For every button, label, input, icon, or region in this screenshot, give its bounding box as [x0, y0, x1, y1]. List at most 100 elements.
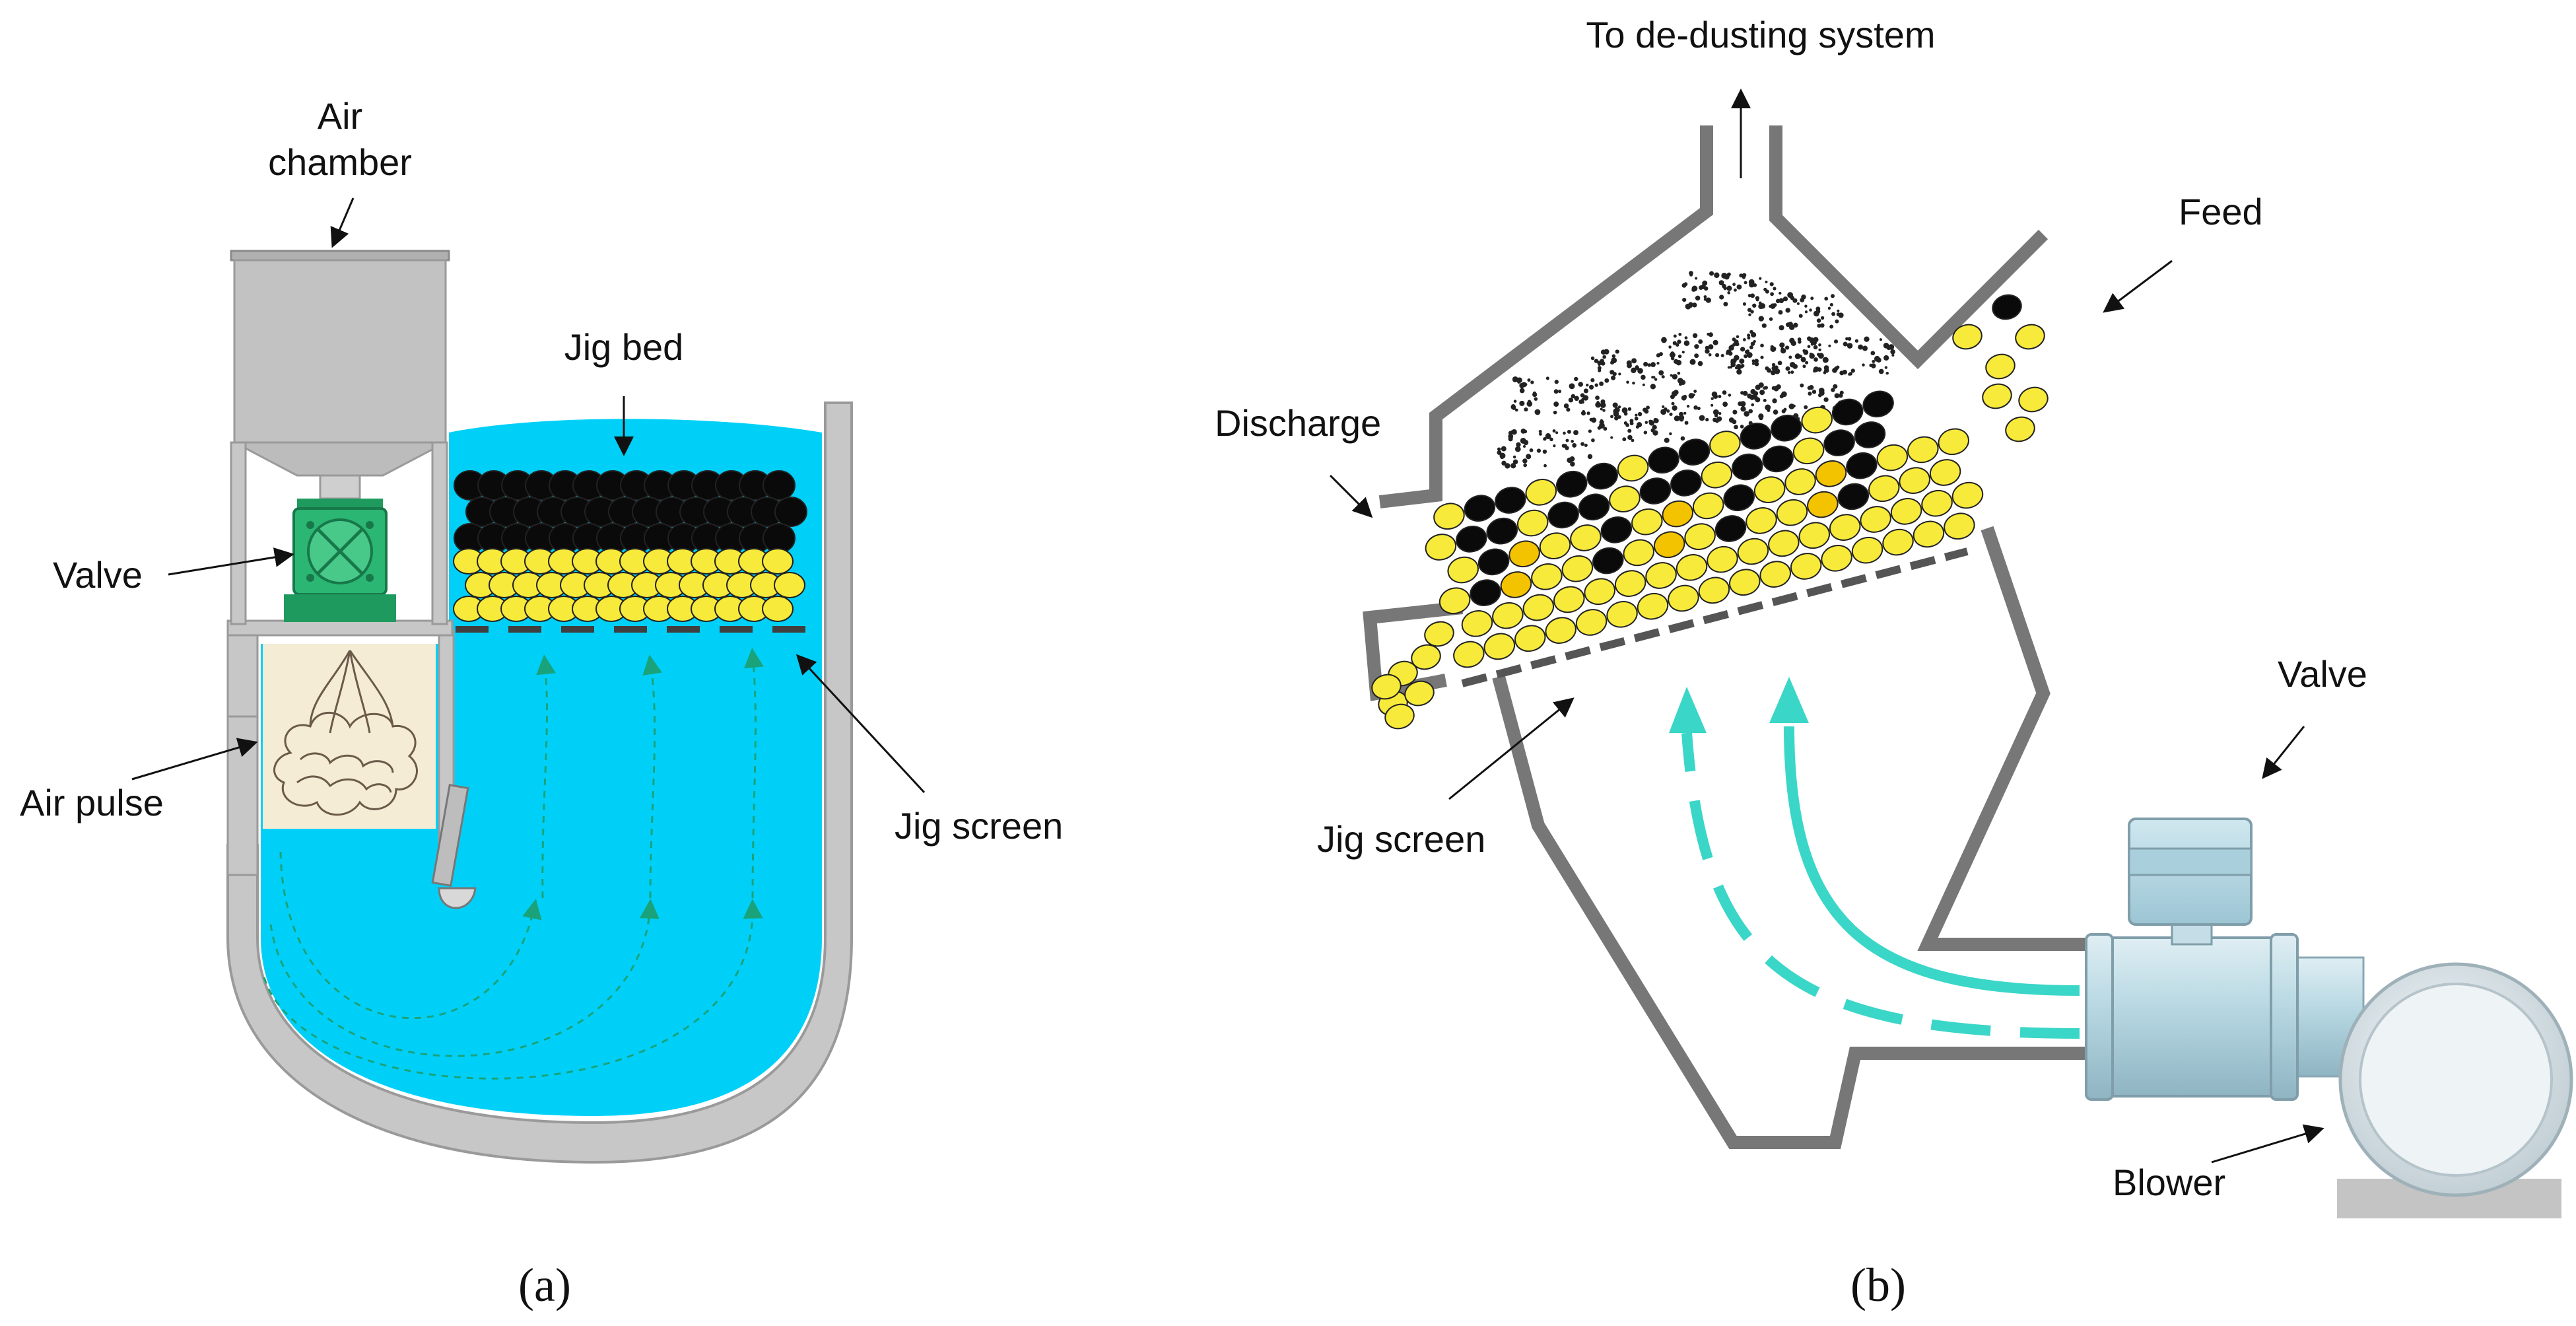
dust-speck [1819, 390, 1825, 396]
bed-particle [1461, 610, 1493, 637]
bed-particle [1823, 429, 1855, 456]
dust-speck [1723, 302, 1728, 306]
dust-speck [1664, 437, 1670, 443]
dust-speck [1671, 401, 1675, 405]
bed-particle [1854, 421, 1886, 448]
dust-speck [1652, 430, 1658, 436]
dust-speck [1778, 310, 1783, 315]
dust-speck [1543, 464, 1547, 468]
bed-particle [1508, 540, 1540, 568]
dust-speck [1740, 406, 1746, 412]
dust-speck [1818, 343, 1821, 347]
dust-speck [1718, 412, 1722, 415]
dust-speck [1691, 287, 1696, 292]
dust-speck [1777, 361, 1782, 366]
dust-speck [1760, 355, 1764, 359]
dust-speck [1736, 335, 1740, 339]
dust-speck [1678, 382, 1683, 386]
dust-speck [1785, 308, 1790, 313]
dust-speck [1764, 386, 1768, 390]
dust-speck [1711, 403, 1714, 407]
dust-speck [1771, 366, 1777, 371]
dust-speck [1632, 381, 1635, 385]
dust-speck [1773, 347, 1777, 350]
dust-speck [1614, 415, 1619, 421]
dust-speck [1800, 357, 1806, 363]
dust-speck [1755, 397, 1761, 403]
dust-speck [1730, 362, 1736, 368]
dust-speck [1554, 380, 1559, 384]
dust-speck [1776, 384, 1781, 390]
dust-speck [1835, 319, 1839, 324]
dust-speck [1565, 446, 1569, 450]
dust-speck [1508, 436, 1513, 440]
dust-speck [1736, 368, 1742, 375]
dust-speck [1545, 433, 1551, 439]
dust-speck [1845, 337, 1848, 341]
dust-speck [1627, 407, 1632, 411]
dust-speck [1627, 435, 1633, 440]
dust-speck [1779, 291, 1782, 295]
arrow-jig-screen-b [1448, 697, 1575, 800]
bed-particle [1609, 485, 1641, 512]
dust-speck [1831, 312, 1836, 316]
dust-speck [1883, 355, 1889, 361]
dust-speck [1681, 283, 1687, 288]
dust-speck [1604, 378, 1610, 383]
dust-speck [1643, 361, 1648, 367]
bed-particle [1938, 428, 1969, 456]
dust-speck [1891, 353, 1895, 357]
bed-particle [1801, 406, 1833, 434]
air-chamber-body [233, 259, 447, 444]
butterfly-valve-icon [284, 499, 396, 622]
bed-particle [1678, 438, 1711, 466]
dust-speck [1720, 354, 1724, 358]
dust-speck [1536, 448, 1542, 453]
air-chamber-cone [234, 441, 446, 477]
air-pulse-chamber [263, 644, 436, 829]
dust-speck [1823, 397, 1829, 402]
dust-speck [1627, 429, 1632, 433]
dust-speck [1703, 295, 1707, 298]
bed-particle [1768, 530, 1800, 557]
dust-speck [1742, 390, 1748, 396]
label-feed: Feed [2179, 191, 2263, 232]
dust-speck [1552, 429, 1556, 433]
bed-particle [1762, 445, 1794, 473]
dust-speck [1750, 341, 1755, 346]
dust-speck [1738, 401, 1743, 407]
dust-speck [1626, 380, 1629, 384]
bed-particle [1890, 498, 1922, 525]
dust-speck [1854, 339, 1859, 343]
dust-speck [1779, 325, 1784, 331]
dust-speck [1747, 308, 1752, 312]
dust-speck [1740, 363, 1745, 368]
jig-bed-coal-layer [454, 470, 807, 553]
bed-particle [1555, 470, 1588, 498]
feed-particle [1952, 324, 1983, 350]
dust-speck [1595, 401, 1602, 408]
dust-speck [1758, 316, 1764, 322]
dust-speck [1513, 400, 1517, 403]
dust-speck [1678, 332, 1682, 336]
airflow-arrowhead-2 [1769, 677, 1809, 723]
dust-speck [1662, 405, 1665, 408]
dust-speck [1747, 293, 1752, 298]
dust-speck [1809, 308, 1812, 312]
dust-speck [1600, 349, 1606, 355]
dust-speck [1824, 297, 1829, 301]
dust-speck [1674, 359, 1679, 365]
dust-speck [1718, 280, 1724, 286]
dust-speck [1779, 298, 1784, 304]
dust-speck [1635, 413, 1638, 417]
dust-speck [1711, 391, 1718, 398]
dust-speck [1516, 442, 1521, 448]
dust-speck [1692, 333, 1698, 338]
bed-particle [1821, 545, 1852, 572]
dust-speck [1534, 397, 1538, 401]
bed-particle [1425, 534, 1457, 561]
dust-speck [1532, 391, 1537, 396]
feed-particle [1985, 353, 2016, 380]
dust-speck [1625, 423, 1629, 427]
bed-particle [1645, 562, 1677, 589]
